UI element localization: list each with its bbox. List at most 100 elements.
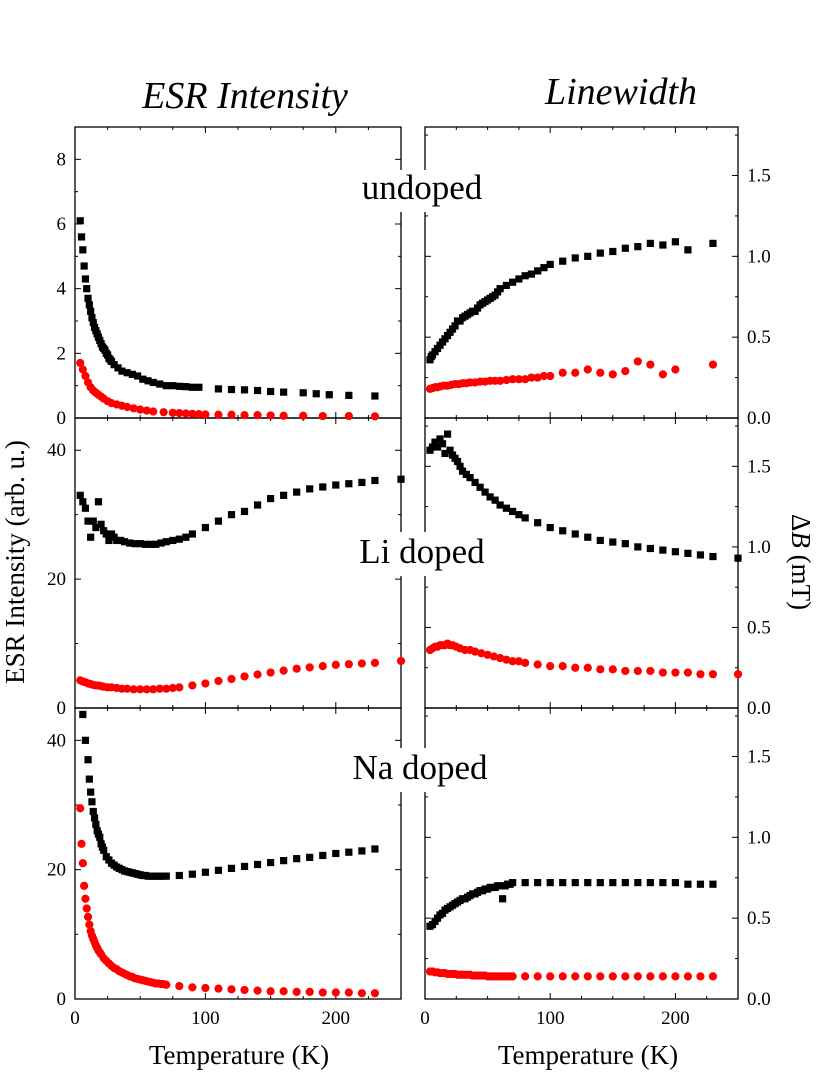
point-undoped-intensity-black: [175, 382, 183, 390]
point-na-doped-linewidth-red: [708, 972, 718, 981]
point-undoped-linewidth-black: [671, 238, 679, 246]
point-li-doped-intensity-black: [131, 540, 139, 548]
point-undoped-linewidth-red: [633, 357, 642, 366]
point-na-doped-linewidth-black: [671, 879, 679, 887]
y-tick-label-undoped-linewidth: 0.5: [747, 327, 771, 348]
point-undoped-intensity-red: [129, 404, 138, 413]
point-li-doped-intensity-red: [279, 666, 288, 675]
point-li-doped-linewidth-black: [458, 467, 467, 475]
point-li-doped-intensity-black: [175, 535, 183, 543]
y-tick-label-undoped-intensity: 8: [57, 149, 67, 170]
point-undoped-intensity-black: [195, 383, 203, 391]
point-na-doped-intensity-black: [89, 807, 97, 816]
point-na-doped-intensity-red: [175, 981, 184, 991]
point-na-doped-intensity-black: [267, 858, 275, 867]
point-li-doped-linewidth-red: [733, 670, 743, 679]
point-undoped-intensity-red: [240, 410, 249, 420]
point-li-doped-linewidth-black: [433, 443, 442, 451]
point-li-doped-linewidth-black: [436, 435, 444, 443]
point-li-doped-intensity-black: [214, 517, 223, 525]
point-undoped-linewidth-red: [527, 373, 536, 382]
point-li-doped-linewidth-red: [633, 666, 642, 676]
point-undoped-intensity-black: [149, 378, 157, 387]
point-li-doped-intensity-red: [201, 679, 210, 688]
point-undoped-linewidth-red: [658, 370, 667, 379]
point-na-doped-linewidth-black: [499, 895, 507, 903]
point-li-doped-intensity-red: [305, 663, 314, 672]
point-undoped-linewidth-black: [515, 275, 523, 283]
point-na-doped-intensity-red: [80, 881, 89, 890]
point-undoped-intensity-black: [85, 301, 93, 309]
x-tick-label-na-doped-linewidth: 200: [661, 1008, 690, 1029]
point-li-doped-linewidth-red: [477, 649, 486, 658]
point-na-doped-intensity-black: [319, 851, 327, 860]
point-li-doped-linewidth-black: [491, 496, 499, 504]
point-undoped-intensity-black: [89, 319, 97, 327]
point-na-doped-intensity-black: [227, 864, 236, 872]
point-undoped-linewidth-red: [533, 373, 542, 382]
point-na-doped-linewidth-red: [596, 972, 605, 981]
point-na-doped-linewidth-red: [508, 972, 517, 981]
point-undoped-intensity-black: [83, 285, 91, 293]
point-li-doped-linewidth-black: [571, 530, 579, 538]
point-undoped-intensity-red: [227, 410, 236, 419]
point-li-doped-intensity-red: [292, 664, 301, 673]
point-na-doped-intensity-red: [82, 904, 91, 913]
point-undoped-linewidth-red: [708, 360, 718, 369]
point-li-doped-intensity-red: [168, 683, 177, 693]
point-li-doped-intensity-black: [157, 539, 165, 547]
point-undoped-intensity-red: [175, 409, 184, 418]
panel-label-li-doped: Li doped: [359, 532, 485, 571]
point-na-doped-linewidth-black: [546, 879, 554, 887]
point-li-doped-intensity-black: [358, 478, 366, 487]
point-li-doped-linewidth-black: [443, 430, 452, 438]
point-li-doped-intensity-black: [293, 488, 301, 496]
point-li-doped-linewidth-red: [502, 655, 511, 664]
point-li-doped-intensity-black: [84, 517, 92, 525]
point-na-doped-linewidth-black: [684, 880, 692, 888]
point-na-doped-intensity-black: [306, 853, 314, 861]
point-undoped-intensity-black: [280, 388, 288, 396]
point-na-doped-linewidth-black: [696, 880, 705, 888]
point-undoped-linewidth-black: [584, 252, 592, 260]
point-li-doped-intensity-black: [162, 538, 170, 546]
title-linewidth: Linewidth: [544, 71, 697, 113]
point-undoped-intensity-black: [267, 387, 275, 396]
point-li-doped-intensity-red: [162, 684, 171, 693]
point-undoped-intensity-red: [370, 412, 380, 421]
point-undoped-linewidth-black: [509, 278, 517, 286]
point-na-doped-linewidth-black: [634, 879, 642, 887]
point-li-doped-intensity-black: [152, 540, 160, 548]
point-na-doped-intensity-black: [90, 814, 99, 822]
point-na-doped-intensity-black: [332, 849, 340, 858]
point-na-doped-intensity-black: [280, 857, 288, 865]
point-undoped-intensity-red: [266, 411, 275, 420]
point-na-doped-intensity-red: [188, 983, 197, 992]
point-na-doped-intensity-red: [279, 987, 288, 996]
y-tick-label-na-doped-linewidth: 0.5: [747, 908, 771, 929]
point-li-doped-intensity-black: [136, 540, 144, 548]
y-tick-label-li-doped-linewidth: 1.5: [747, 456, 771, 477]
point-li-doped-linewidth-red: [658, 668, 667, 677]
point-undoped-linewidth-red: [539, 371, 549, 381]
point-na-doped-intensity-black: [293, 855, 301, 863]
x-axis-label-right: Temperature (K): [498, 1040, 678, 1070]
y-axis-label-right-var: B: [786, 531, 816, 548]
point-undoped-linewidth-black: [684, 246, 692, 254]
point-li-doped-linewidth-black: [456, 462, 464, 470]
point-li-doped-intensity-red: [136, 685, 145, 694]
point-na-doped-intensity-red: [81, 894, 90, 903]
point-undoped-linewidth-red: [621, 367, 630, 376]
x-axis-label-left: Temperature (K): [149, 1040, 329, 1070]
point-li-doped-linewidth-red: [496, 653, 505, 663]
y-tick-label-li-doped-intensity: 20: [47, 569, 66, 590]
point-undoped-intensity-red: [181, 409, 190, 418]
point-na-doped-intensity-black: [100, 846, 108, 854]
x-tick-label-na-doped-intensity: 0: [70, 1008, 80, 1029]
point-undoped-intensity-red: [136, 405, 145, 414]
point-li-doped-intensity-red: [344, 660, 353, 669]
point-na-doped-intensity-red: [78, 859, 87, 868]
point-na-doped-intensity-black: [345, 848, 353, 856]
point-li-doped-linewidth-black: [453, 457, 462, 466]
point-li-doped-intensity-black: [147, 540, 155, 548]
